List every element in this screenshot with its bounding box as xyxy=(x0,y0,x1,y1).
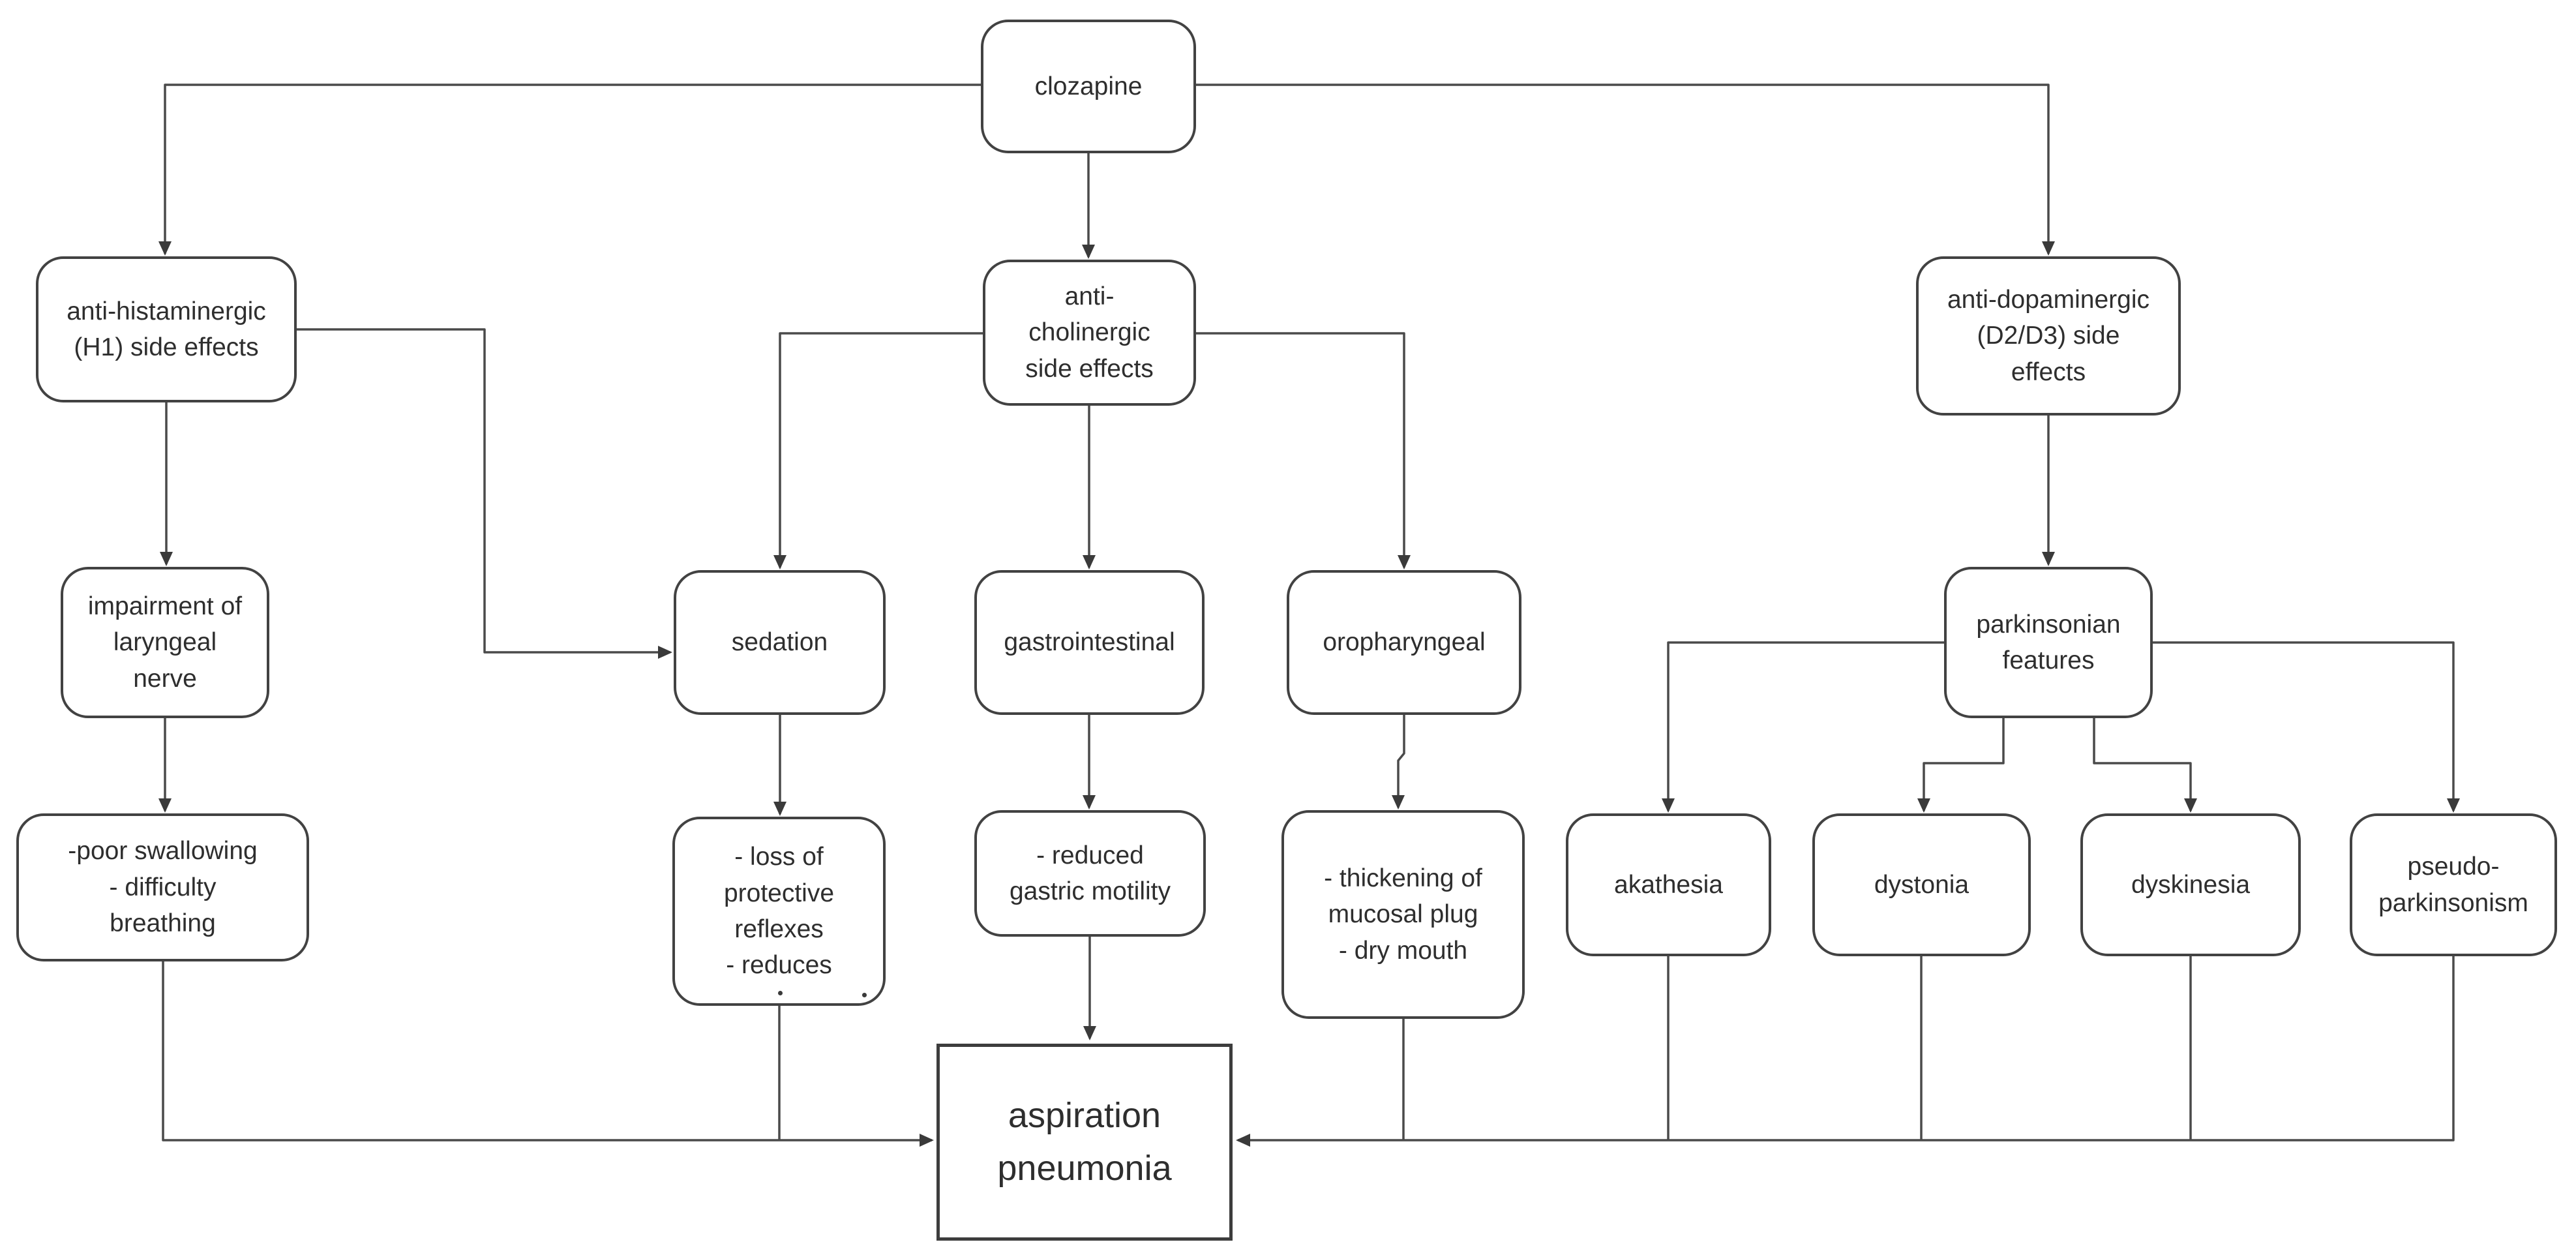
edge-parkinsonian-to-akathesia xyxy=(1662,641,1944,813)
node-poor-swallowing: -poor swallowing - difficulty breathing xyxy=(16,813,309,961)
node-anti-histaminergic: anti-histaminergic (H1) side effects xyxy=(36,256,297,402)
clipped-text-dot xyxy=(862,993,867,997)
edge-parkinsonian-to-dyskinesia xyxy=(2093,718,2197,813)
node-akathesia: akathesia xyxy=(1566,813,1771,956)
edge-parkinsonian-to-dystonia xyxy=(1917,718,2005,813)
edge-clozapine-to-anti-histaminergic xyxy=(158,83,981,256)
node-thickening-mucosal-plug: - thickening of mucosal plug - dry mouth xyxy=(1281,810,1525,1019)
edge-right-merge-to-aspiration xyxy=(1236,956,2455,1147)
node-pseudo-parkinsonism: pseudo- parkinsonism xyxy=(2350,813,2557,956)
node-sedation: sedation xyxy=(674,570,886,715)
node-impairment-laryngeal-nerve: impairment of laryngeal nerve xyxy=(61,567,269,718)
node-loss-protective-reflexes: - loss of protective reflexes - reduces xyxy=(672,817,886,1006)
edge-clozapine-to-anti-dopaminergic xyxy=(1196,83,2055,256)
node-anti-dopaminergic: anti-dopaminergic (D2/D3) side effects xyxy=(1916,256,2181,416)
node-oropharyngeal: oropharyngeal xyxy=(1287,570,1521,715)
edge-anti-histaminergic-to-sedation xyxy=(297,328,672,659)
node-reduced-gastric-motility: - reduced gastric motility xyxy=(974,810,1206,937)
clipped-text-dot xyxy=(778,991,783,995)
node-aspiration-pneumonia: aspiration pneumonia xyxy=(936,1044,1233,1241)
node-dystonia: dystonia xyxy=(1812,813,2031,956)
node-gastrointestinal: gastrointestinal xyxy=(974,570,1205,715)
node-clozapine: clozapine xyxy=(981,20,1196,153)
edge-anti-cholinergic-to-oropharyngeal xyxy=(1196,332,1411,569)
node-parkinsonian-features: parkinsonian features xyxy=(1944,567,2153,718)
edge-oropharyngeal-to-thickening xyxy=(1392,715,1405,809)
edge-anti-cholinergic-to-sedation xyxy=(773,332,983,569)
edge-left-merge-to-aspiration xyxy=(162,961,934,1147)
node-anti-cholinergic: anti- cholinergic side effects xyxy=(983,260,1196,406)
node-dyskinesia: dyskinesia xyxy=(2080,813,2301,956)
edge-parkinsonian-to-pseudo-parkinsonism xyxy=(2153,641,2460,813)
